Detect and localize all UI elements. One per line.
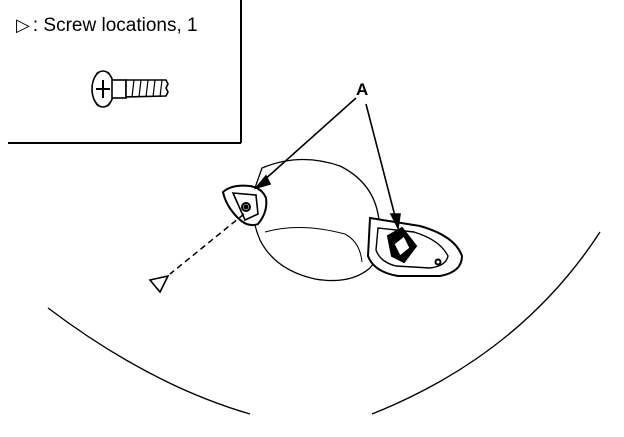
- door-outline: [47, 231, 601, 415]
- triangle-marker-icon: ▷: [16, 15, 30, 35]
- triangle-marker-icon: [148, 274, 170, 294]
- screw-direction: [169, 213, 245, 275]
- callout-label: A: [356, 80, 369, 99]
- legend-label: : Screw locations, 1: [32, 15, 198, 36]
- screw-icon: [91, 70, 169, 108]
- mirror-base-plate: [366, 216, 464, 277]
- legend-caption: ▷: Screw locations, 1: [16, 14, 198, 37]
- mirror-housing: [252, 158, 381, 282]
- callout-leaders: [253, 97, 401, 231]
- front-bracket: [221, 184, 268, 227]
- legend-box: [8, 0, 242, 144]
